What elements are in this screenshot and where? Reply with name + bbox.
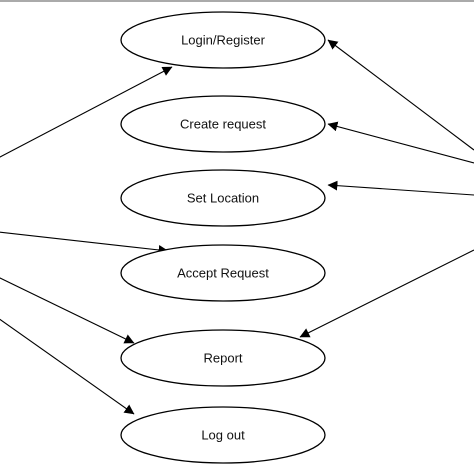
arrow-left-actor-to-report (0, 277, 135, 344)
use-case-log-out[interactable]: Log out (120, 406, 326, 464)
arrow-right-actor-to-report (299, 249, 474, 338)
use-case-report[interactable]: Report (120, 329, 326, 387)
use-case-accept-request-label: Accept Request (177, 266, 269, 281)
use-case-set-location-ellipse (120, 169, 326, 227)
arrow-right-actor-to-location (327, 180, 474, 196)
use-case-accept-request[interactable]: Accept Request (120, 244, 326, 302)
associations (0, 39, 474, 415)
arrow-right-actor-to-create (327, 121, 474, 164)
use-case-log-out-label: Log out (201, 428, 245, 443)
use-case-login-label: Login/Register (181, 33, 265, 48)
use-case-report-ellipse (120, 329, 326, 387)
use-case-create-request[interactable]: Create request (120, 95, 326, 153)
use-case-create-request-label: Create request (180, 117, 266, 132)
arrow-left-actor-to-accept (0, 231, 169, 255)
use-case-accept-request-ellipse (120, 244, 326, 302)
use-case-set-location-label: Set Location (187, 191, 259, 206)
use-case-login[interactable]: Login/Register (120, 11, 326, 69)
use-case-set-location[interactable]: Set Location (120, 169, 326, 227)
arrow-left-actor-to-logout (0, 318, 135, 415)
use-case-report-label: Report (203, 351, 242, 366)
arrow-left-actor-to-login (0, 66, 173, 158)
use-case-create-request-ellipse (120, 95, 326, 153)
use-case-login-ellipse (120, 11, 326, 69)
arrow-right-actor-to-login (327, 39, 474, 151)
use-case-log-out-ellipse (120, 406, 326, 464)
